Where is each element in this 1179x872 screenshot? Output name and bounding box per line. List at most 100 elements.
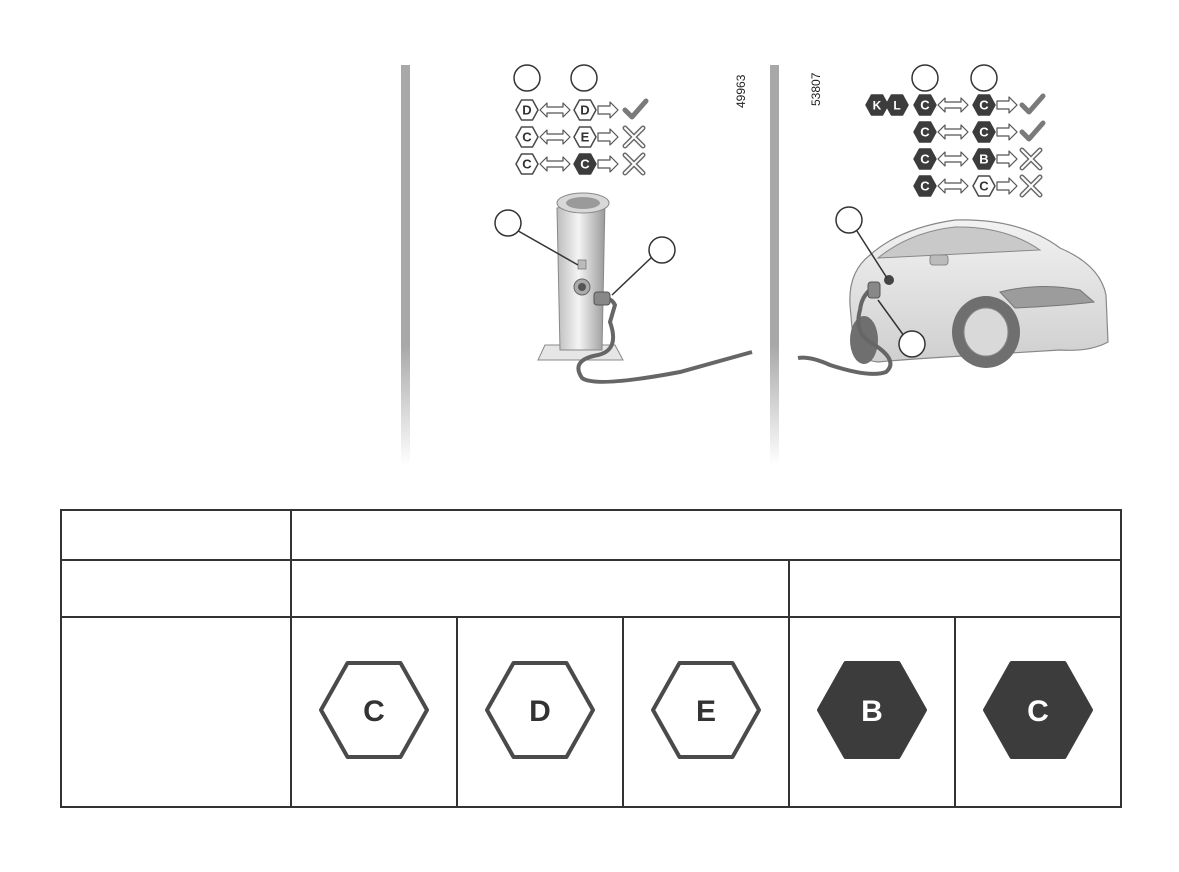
cross-icon bbox=[1019, 174, 1043, 198]
table-cell: C bbox=[290, 616, 458, 808]
double-arrow-icon bbox=[937, 97, 969, 113]
hex-letter: D bbox=[522, 103, 531, 118]
check-icon bbox=[1019, 120, 1046, 142]
table-cell bbox=[60, 509, 292, 561]
hex-connector-label: C bbox=[913, 94, 937, 116]
table-cell bbox=[289, 509, 1123, 561]
hex-connector-label: C bbox=[972, 175, 996, 197]
check-icon bbox=[1019, 93, 1046, 115]
hex-connector-label: E bbox=[651, 660, 761, 759]
hex-connector-label: B bbox=[972, 148, 996, 170]
arrow-icon bbox=[597, 155, 619, 173]
double-arrow-icon bbox=[539, 156, 571, 172]
hex-letter: C bbox=[920, 152, 930, 167]
table-cell: C bbox=[953, 616, 1123, 808]
hex-connector-label: D bbox=[485, 660, 595, 759]
hex-letter: C bbox=[920, 125, 930, 140]
hex-connector-label: C bbox=[573, 153, 597, 175]
hex-label-d-outline: D bbox=[485, 660, 595, 759]
hex-connector-label: B bbox=[817, 660, 927, 759]
table-row bbox=[60, 559, 1123, 618]
hex-connector-label: L bbox=[885, 94, 909, 116]
table-cell bbox=[290, 559, 790, 618]
hex-letter: C bbox=[363, 694, 385, 727]
hex-letter: B bbox=[979, 152, 988, 167]
hex-connector-label: C bbox=[913, 121, 937, 143]
hex-label-e-outline: E bbox=[651, 660, 761, 759]
callout-circle bbox=[898, 330, 926, 358]
hex-letter: C bbox=[522, 157, 532, 172]
double-arrow-icon bbox=[539, 102, 571, 118]
hex-letter: C bbox=[1027, 694, 1049, 727]
table-cell bbox=[60, 559, 292, 618]
hex-connector-label: D bbox=[515, 99, 539, 121]
hex-letter: C bbox=[920, 179, 930, 194]
hex-connector-label: C bbox=[319, 660, 429, 759]
table-row bbox=[60, 509, 1123, 561]
callout-circle bbox=[513, 64, 541, 92]
table-row: C D E B C bbox=[60, 616, 1123, 808]
charging-station-icon bbox=[512, 192, 753, 384]
hex-connector-label: C bbox=[972, 94, 996, 116]
double-arrow-icon bbox=[539, 129, 571, 145]
hex-letter: E bbox=[696, 694, 716, 727]
double-arrow-icon bbox=[937, 124, 969, 140]
hex-letter: D bbox=[529, 694, 551, 727]
arrow-icon bbox=[996, 150, 1018, 168]
divider-left bbox=[401, 65, 410, 465]
check-icon bbox=[622, 98, 649, 120]
hex-connector-label: C bbox=[515, 126, 539, 148]
hex-letter: C bbox=[920, 98, 930, 113]
hex-letter: K bbox=[873, 98, 882, 112]
hex-letter: D bbox=[580, 103, 589, 118]
cross-icon bbox=[1019, 147, 1043, 171]
double-arrow-icon bbox=[937, 178, 969, 194]
hex-connector-label: C bbox=[983, 660, 1094, 759]
hex-connector-label: C bbox=[515, 153, 539, 175]
table-cell: E bbox=[622, 616, 790, 808]
hex-label-b-filled: B bbox=[817, 660, 927, 759]
hex-letter: C bbox=[580, 157, 590, 172]
hex-connector-label: C bbox=[972, 121, 996, 143]
table-cell: B bbox=[788, 616, 956, 808]
table-cell bbox=[60, 616, 292, 808]
cross-icon bbox=[622, 125, 646, 149]
callout-circle bbox=[970, 64, 998, 92]
arrow-icon bbox=[996, 123, 1018, 141]
callout-circle bbox=[494, 209, 522, 237]
table-cell: D bbox=[456, 616, 624, 808]
callout-circle bbox=[570, 64, 598, 92]
callout-circle bbox=[835, 206, 863, 234]
connector-table: C D E B C bbox=[60, 509, 1123, 808]
hex-label-c-filled: C bbox=[983, 660, 1094, 759]
callout-circle bbox=[911, 64, 939, 92]
table-cell bbox=[787, 559, 1123, 618]
hex-connector-label: C bbox=[913, 175, 937, 197]
hex-letter: E bbox=[581, 130, 590, 145]
arrow-icon bbox=[996, 177, 1018, 195]
hex-label-c-outline: C bbox=[319, 660, 429, 759]
hex-letter: C bbox=[979, 98, 989, 113]
hex-connector-label: E bbox=[573, 126, 597, 148]
double-arrow-icon bbox=[937, 151, 969, 167]
hex-connector-label: C bbox=[913, 148, 937, 170]
callout-circle bbox=[648, 236, 676, 264]
hex-letter: C bbox=[979, 179, 989, 194]
arrow-icon bbox=[597, 101, 619, 119]
hex-letter: B bbox=[861, 694, 883, 727]
divider-right bbox=[770, 65, 779, 465]
hex-letter: C bbox=[979, 125, 989, 140]
hex-connector-label: D bbox=[573, 99, 597, 121]
cross-icon bbox=[622, 152, 646, 176]
hex-connector-label: K bbox=[865, 94, 889, 116]
hex-letter: L bbox=[893, 98, 900, 112]
arrow-icon bbox=[996, 96, 1018, 114]
arrow-icon bbox=[597, 128, 619, 146]
hex-letter: C bbox=[522, 130, 532, 145]
electric-car-icon bbox=[797, 219, 1109, 376]
